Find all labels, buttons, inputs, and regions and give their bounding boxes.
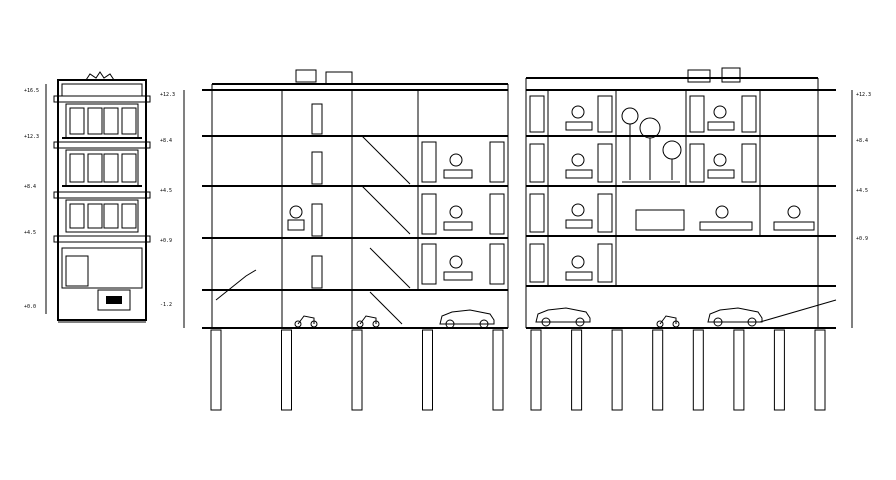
furniture [287, 153, 473, 281]
elevation-outline [57, 79, 147, 321]
courtyard-trees [621, 107, 682, 183]
staircase [361, 135, 411, 185]
level-label: +0.9 [160, 238, 172, 244]
roof-stair-house [325, 71, 353, 85]
elevation-windows [65, 103, 139, 233]
roof-stair-house [721, 67, 741, 83]
level-label: +0.9 [856, 236, 868, 242]
pile [530, 329, 542, 411]
door [311, 203, 323, 237]
section-window-panels [421, 141, 505, 285]
pile [281, 329, 292, 411]
ground-shopfront [61, 247, 143, 289]
elevation-parapet [61, 83, 143, 97]
pile-foundations [210, 329, 504, 411]
door [311, 255, 323, 289]
elevation-crown-ornament [85, 71, 115, 81]
ramp [759, 299, 837, 323]
pile [422, 329, 433, 411]
level-label: +12.3 [24, 134, 39, 140]
floor-band [53, 95, 151, 103]
floor-band [53, 235, 151, 243]
staircase [369, 291, 403, 325]
section-left-level-labels: +12.3 +8.4 +4.5 +0.9 -1.2 [160, 92, 175, 308]
level-label: +0.0 [24, 304, 36, 310]
pile [733, 329, 745, 411]
section-left: +12.3 +8.4 +4.5 +0.9 -1.2 [160, 69, 509, 411]
pile [492, 329, 504, 411]
pile [773, 329, 785, 411]
section-right: +12.3 +8.4 +4.5 +0.9 [525, 67, 871, 411]
roof-tank [295, 69, 317, 83]
level-label: +4.5 [856, 188, 868, 194]
level-label: +4.5 [160, 188, 172, 194]
pile-foundations [530, 329, 826, 411]
elevation-car-icon [106, 296, 122, 304]
pile [351, 329, 363, 411]
level-label: +16.5 [24, 88, 39, 94]
level-label: +8.4 [856, 138, 868, 144]
motorbike-icon [356, 315, 380, 328]
floor-band [53, 191, 151, 199]
level-label: +8.4 [160, 138, 172, 144]
level-label: +8.4 [24, 184, 36, 190]
section-right-level-labels: +12.3 +8.4 +4.5 +0.9 [856, 92, 871, 242]
front-elevation-level-labels: +16.5 +12.3 +8.4 +4.5 +0.0 [24, 88, 39, 310]
pile [652, 329, 664, 411]
car-icon [439, 309, 495, 329]
staircase [369, 247, 411, 289]
pile [692, 329, 704, 411]
motorbike-icon [656, 315, 680, 328]
level-label: +12.3 [160, 92, 175, 98]
garage-opening [97, 289, 131, 311]
roof-tank [687, 69, 711, 83]
front-elevation: +16.5 +12.3 +8.4 +4.5 +0.0 [24, 71, 151, 323]
pile [571, 329, 583, 411]
entrance-door [65, 255, 89, 287]
floor-band [53, 141, 151, 149]
motorbike-icon [294, 315, 318, 328]
level-label: +4.5 [24, 230, 36, 236]
level-label: -1.2 [160, 302, 172, 308]
pile [210, 329, 222, 411]
door [311, 103, 323, 135]
door [311, 151, 323, 185]
pile [611, 329, 623, 411]
pile [814, 329, 826, 411]
car-icon [707, 307, 763, 327]
furniture [565, 105, 815, 281]
level-label: +12.3 [856, 92, 871, 98]
ramp-stair [215, 269, 257, 301]
staircase [361, 185, 411, 235]
car-icon [535, 307, 591, 327]
section-window-panels [529, 95, 757, 283]
